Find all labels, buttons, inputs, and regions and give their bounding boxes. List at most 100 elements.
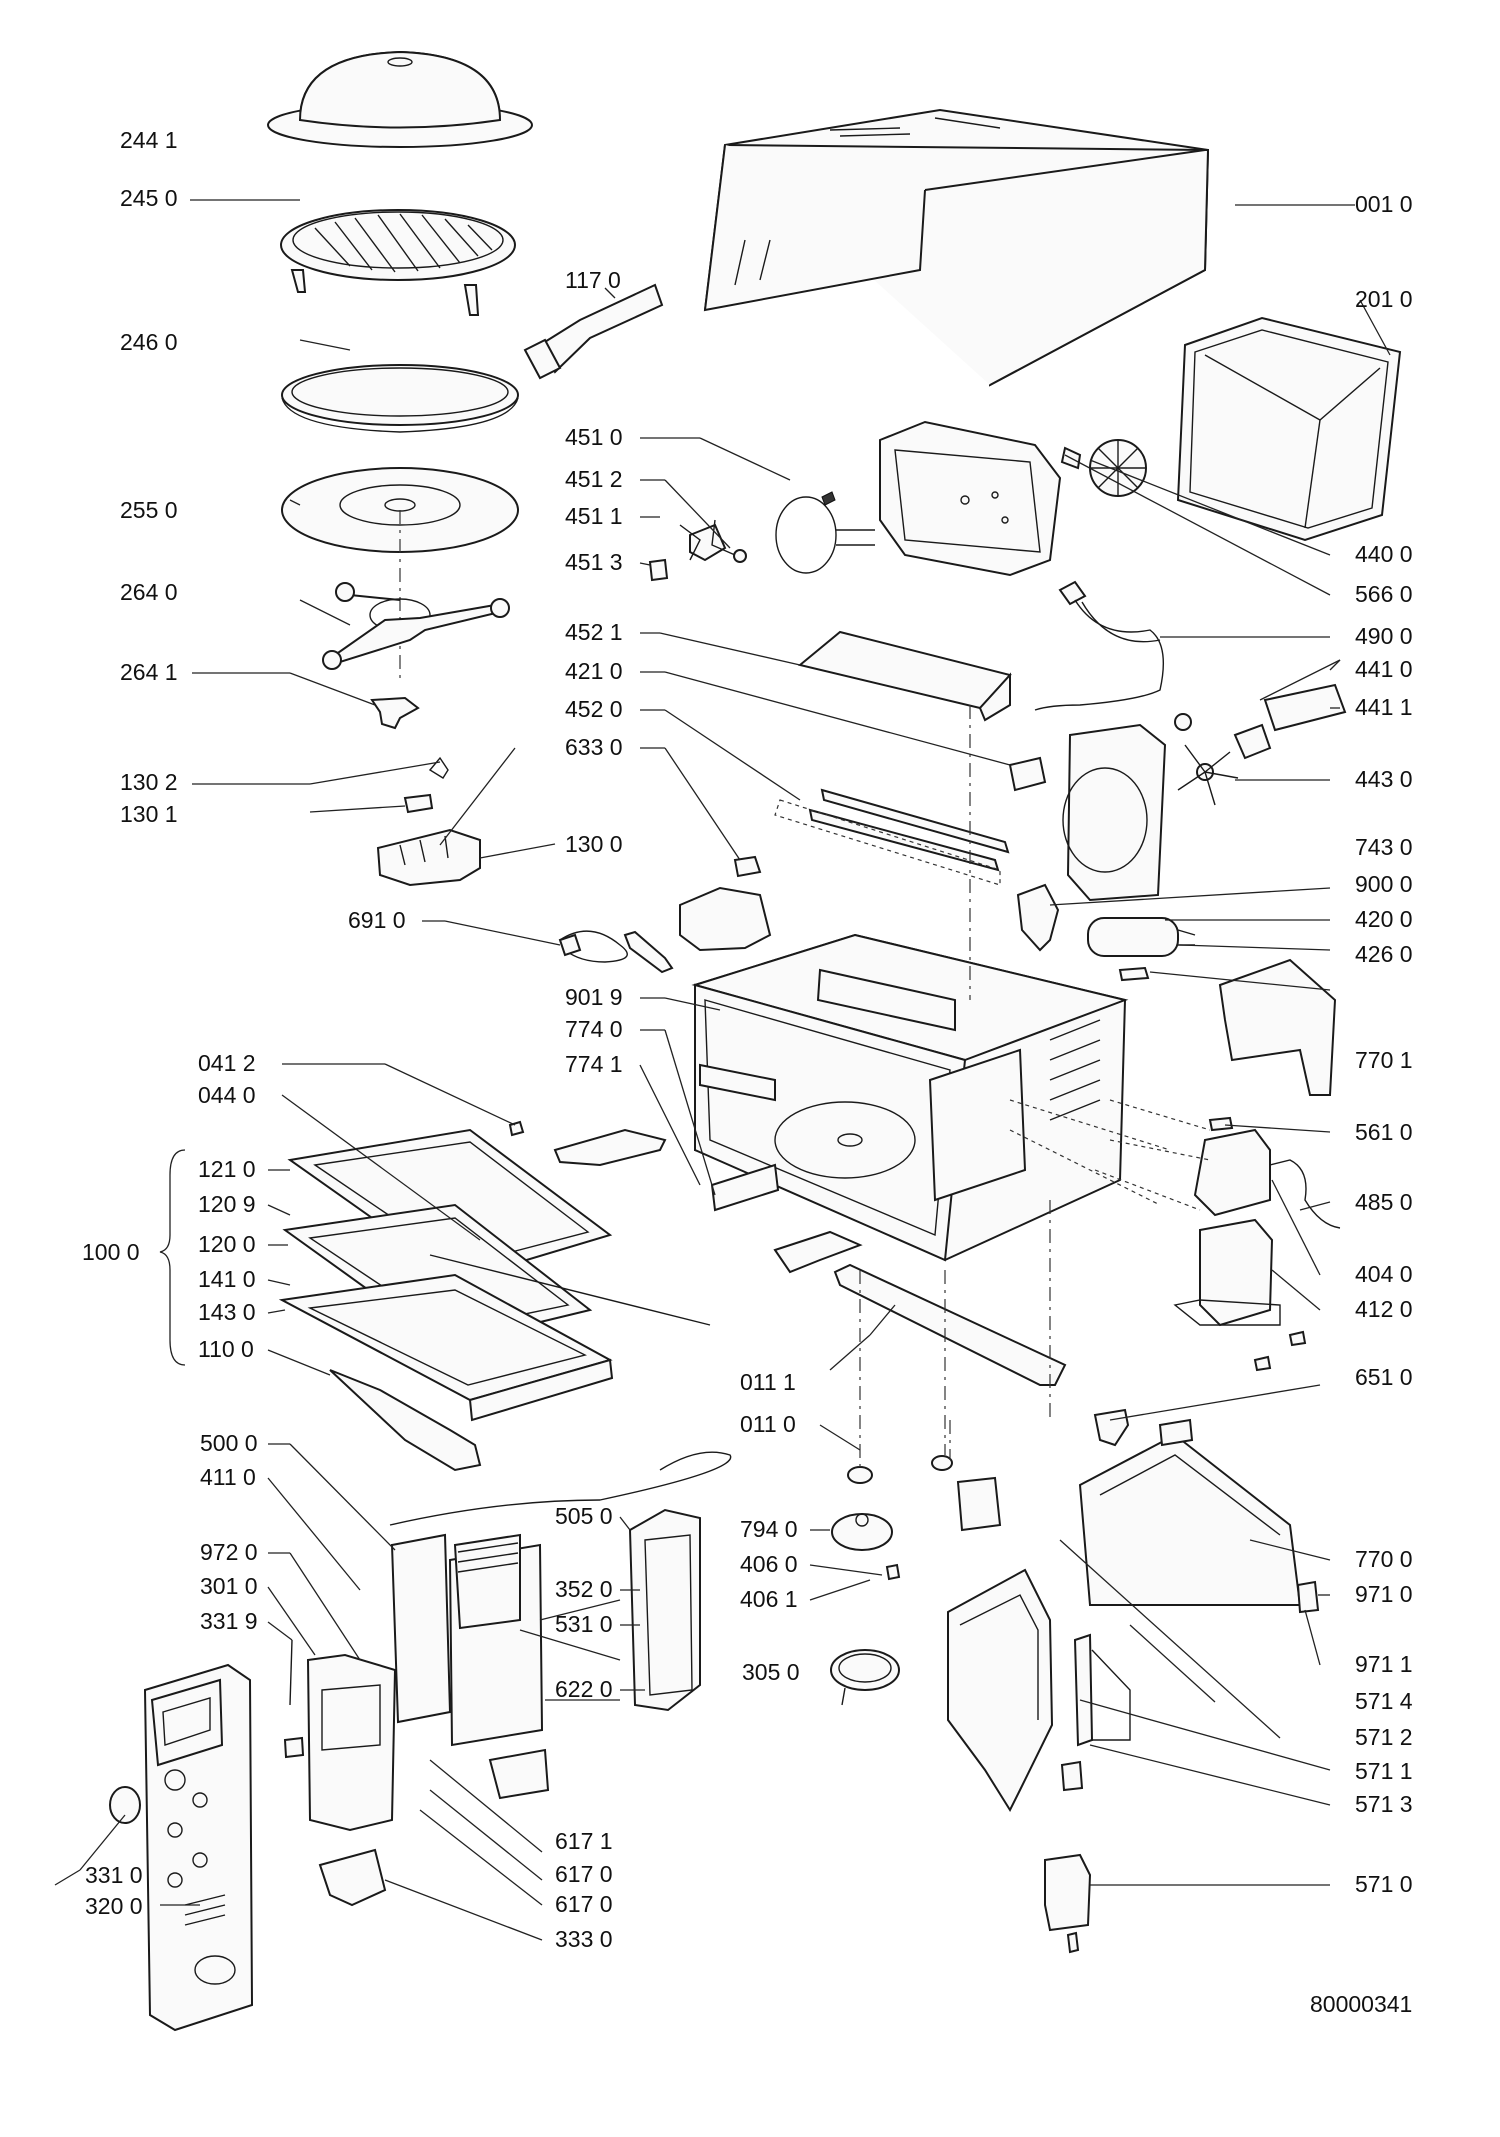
- part-coupler: [370, 696, 420, 730]
- part-control-panel: [143, 1663, 254, 2032]
- part-latch-assembly: [947, 1476, 1131, 1954]
- part-label: 411 0: [200, 1464, 256, 1490]
- part-fan-shroud: [1008, 723, 1167, 902]
- part-roller-support: [322, 582, 510, 670]
- part-label: 331 9: [200, 1608, 258, 1634]
- part-label: 264 0: [120, 579, 178, 605]
- part-label: 622 0: [555, 1676, 613, 1702]
- part-label: 244 1: [120, 127, 178, 153]
- part-label: 406 1: [740, 1586, 798, 1612]
- part-label: 743 0: [1355, 834, 1413, 860]
- part-label: 141 0: [198, 1266, 256, 1292]
- part-label: 121 0: [198, 1156, 256, 1182]
- part-label: 490 0: [1355, 623, 1413, 649]
- part-label: 441 1: [1355, 694, 1413, 720]
- part-label: 246 0: [120, 329, 178, 355]
- part-control-board: [390, 1533, 550, 1800]
- part-switch-holder: [283, 1639, 397, 1832]
- part-label: 774 1: [565, 1051, 623, 1077]
- part-label: 571 1: [1355, 1758, 1413, 1784]
- part-knob: [109, 1786, 141, 1824]
- part-dome-cover: [267, 50, 533, 148]
- part-fan-bracket: [1233, 683, 1347, 760]
- part-label: 412 0: [1355, 1296, 1413, 1322]
- part-label: 420 0: [1355, 906, 1413, 932]
- part-switch-bracket: [376, 756, 481, 887]
- part-cavity-liner: [1176, 316, 1402, 542]
- part-label: 571 0: [1355, 1871, 1413, 1897]
- part-label: 440 0: [1355, 541, 1413, 567]
- part-turntable-plate: [281, 467, 519, 680]
- part-label: 451 0: [565, 424, 623, 450]
- part-heater-element: [775, 491, 875, 574]
- part-label: 566 0: [1355, 581, 1413, 607]
- part-label: 500 0: [200, 1430, 258, 1456]
- part-label: 120 0: [198, 1231, 256, 1257]
- part-rail: [773, 1230, 1067, 1386]
- part-capacitor: [1016, 883, 1196, 982]
- part-label: 011 1: [740, 1369, 796, 1395]
- part-label: 451 2: [565, 466, 623, 492]
- part-hinge: [508, 1120, 667, 1167]
- part-grill-rack: [280, 209, 516, 316]
- part-label: 333 0: [555, 1926, 613, 1952]
- part-label: 443 0: [1355, 766, 1413, 792]
- part-label: 972 0: [200, 1539, 258, 1565]
- part-label: 485 0: [1355, 1189, 1413, 1215]
- part-door-spring: [429, 1254, 711, 1326]
- part-label: 305 0: [742, 1659, 800, 1685]
- part-label: 633 0: [565, 734, 623, 760]
- part-label: 044 0: [198, 1082, 256, 1108]
- part-door-outer: [278, 1273, 614, 1472]
- part-label: 130 2: [120, 769, 178, 795]
- part-label: 617 1: [555, 1828, 613, 1854]
- part-label: 571 4: [1355, 1688, 1413, 1714]
- part-stirrer-motor: [1060, 439, 1147, 497]
- part-label: 041 2: [198, 1050, 256, 1076]
- part-label: 352 0: [555, 1576, 613, 1602]
- part-fan-blade: [1174, 713, 1239, 806]
- part-label: 531 0: [555, 1611, 613, 1637]
- part-label: 651 0: [1355, 1364, 1413, 1390]
- part-crisp-plate: [281, 364, 519, 433]
- part-heater-rods: [774, 788, 1010, 886]
- part-label: 117 0: [565, 267, 621, 293]
- part-label: 770 0: [1355, 1546, 1413, 1572]
- part-label: 426 0: [1355, 941, 1413, 967]
- leader-lines: [54, 199, 1391, 1941]
- group-label: 100 0: [82, 1239, 140, 1265]
- part-label: 011 0: [740, 1411, 796, 1437]
- part-label: 561 0: [1355, 1119, 1413, 1145]
- part-label: 130 1: [120, 801, 178, 827]
- part-label: 774 0: [565, 1016, 623, 1042]
- document-number: 80000341: [1310, 1991, 1412, 2017]
- part-label: 143 0: [198, 1299, 256, 1325]
- part-air-duct: [1218, 958, 1337, 1096]
- part-label: 901 9: [565, 984, 623, 1010]
- part-label: 451 1: [565, 503, 623, 529]
- part-label: 571 2: [1355, 1724, 1413, 1750]
- part-label: 900 0: [1355, 871, 1413, 897]
- group-brace: [159, 1149, 186, 1366]
- part-fan-clip: [648, 519, 747, 582]
- part-label: 120 9: [198, 1191, 256, 1217]
- part-label: 451 3: [565, 549, 623, 575]
- part-label: 245 0: [120, 185, 178, 211]
- part-knob-insert: [318, 1848, 387, 1907]
- part-waveguide-cover: [797, 630, 1012, 722]
- part-label: 201 0: [1355, 286, 1413, 312]
- part-label: 971 1: [1355, 1651, 1413, 1677]
- part-label: 794 0: [740, 1516, 798, 1542]
- part-label: 331 0: [85, 1862, 143, 1888]
- part-heater-bracket: [879, 420, 1062, 577]
- part-label: 571 3: [1355, 1791, 1413, 1817]
- part-turntable-motor: [831, 1455, 953, 1581]
- part-switch-bracket-2: [679, 855, 772, 952]
- part-label: 505 0: [555, 1503, 613, 1529]
- part-label: 110 0: [198, 1336, 254, 1362]
- part-label: 301 0: [200, 1573, 258, 1599]
- part-cable: [558, 930, 674, 974]
- part-label: 130 0: [565, 831, 623, 857]
- part-power-cord: [1034, 580, 1165, 711]
